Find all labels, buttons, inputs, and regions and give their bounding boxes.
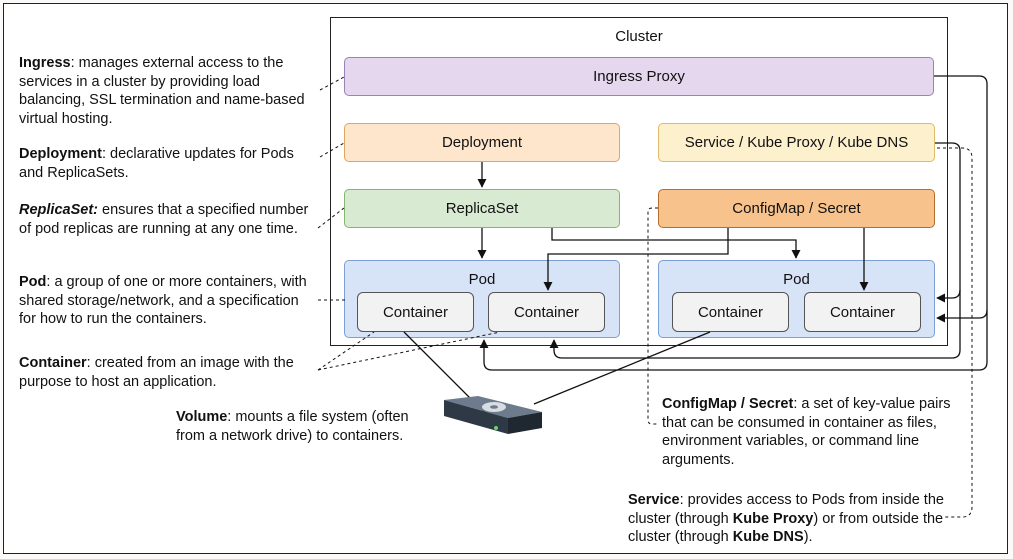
arrow-configmap-container-left [543, 228, 729, 291]
container-box: Container [357, 292, 474, 332]
leader-deployment [319, 142, 345, 158]
leader-service [937, 147, 973, 518]
arrow-ingress-pod-left [479, 310, 988, 371]
deployment-box: Deployment [344, 123, 620, 162]
leader-container-1 [317, 331, 375, 371]
note-container: Container: created from an image with th… [19, 355, 294, 390]
note-pod: Pod: a group of one or more containers, … [19, 274, 307, 327]
replicaset-box: ReplicaSet [344, 189, 620, 228]
container-box: Container [672, 292, 789, 332]
arrow-ingress-pod-right [934, 75, 988, 323]
arrow-service-pod-left [549, 290, 961, 359]
leader-replicaset [317, 207, 345, 229]
leader-container-2 [317, 331, 501, 371]
configmap-box: ConfigMap / Secret [658, 189, 935, 228]
service-box: Service / Kube Proxy / Kube DNS [658, 123, 935, 162]
ingress-proxy-box: Ingress Proxy [344, 57, 934, 96]
note-volume: Volume: mounts a file system (often from… [176, 409, 409, 444]
note-service: Service: provides access to Pods from in… [628, 492, 944, 545]
container-box: Container [804, 292, 921, 332]
arrow-service-pod-right [935, 142, 961, 303]
note-replicaset: ReplicaSet: ensures that a specified num… [19, 202, 309, 237]
drive-icon [444, 396, 542, 434]
note-configmap: ConfigMap / Secret: a set of key-value p… [662, 396, 951, 468]
note-ingress: Ingress: manages external access to the … [19, 55, 305, 127]
leader-ingress [319, 76, 345, 91]
cluster-title: Cluster [615, 28, 663, 45]
leader-configmap [647, 207, 658, 425]
volume-mount-line [533, 331, 711, 405]
arrow-replicaset-pod-right [551, 228, 801, 259]
note-deployment: Deployment: declarative updates for Pods… [19, 146, 294, 181]
container-box: Container [488, 292, 605, 332]
